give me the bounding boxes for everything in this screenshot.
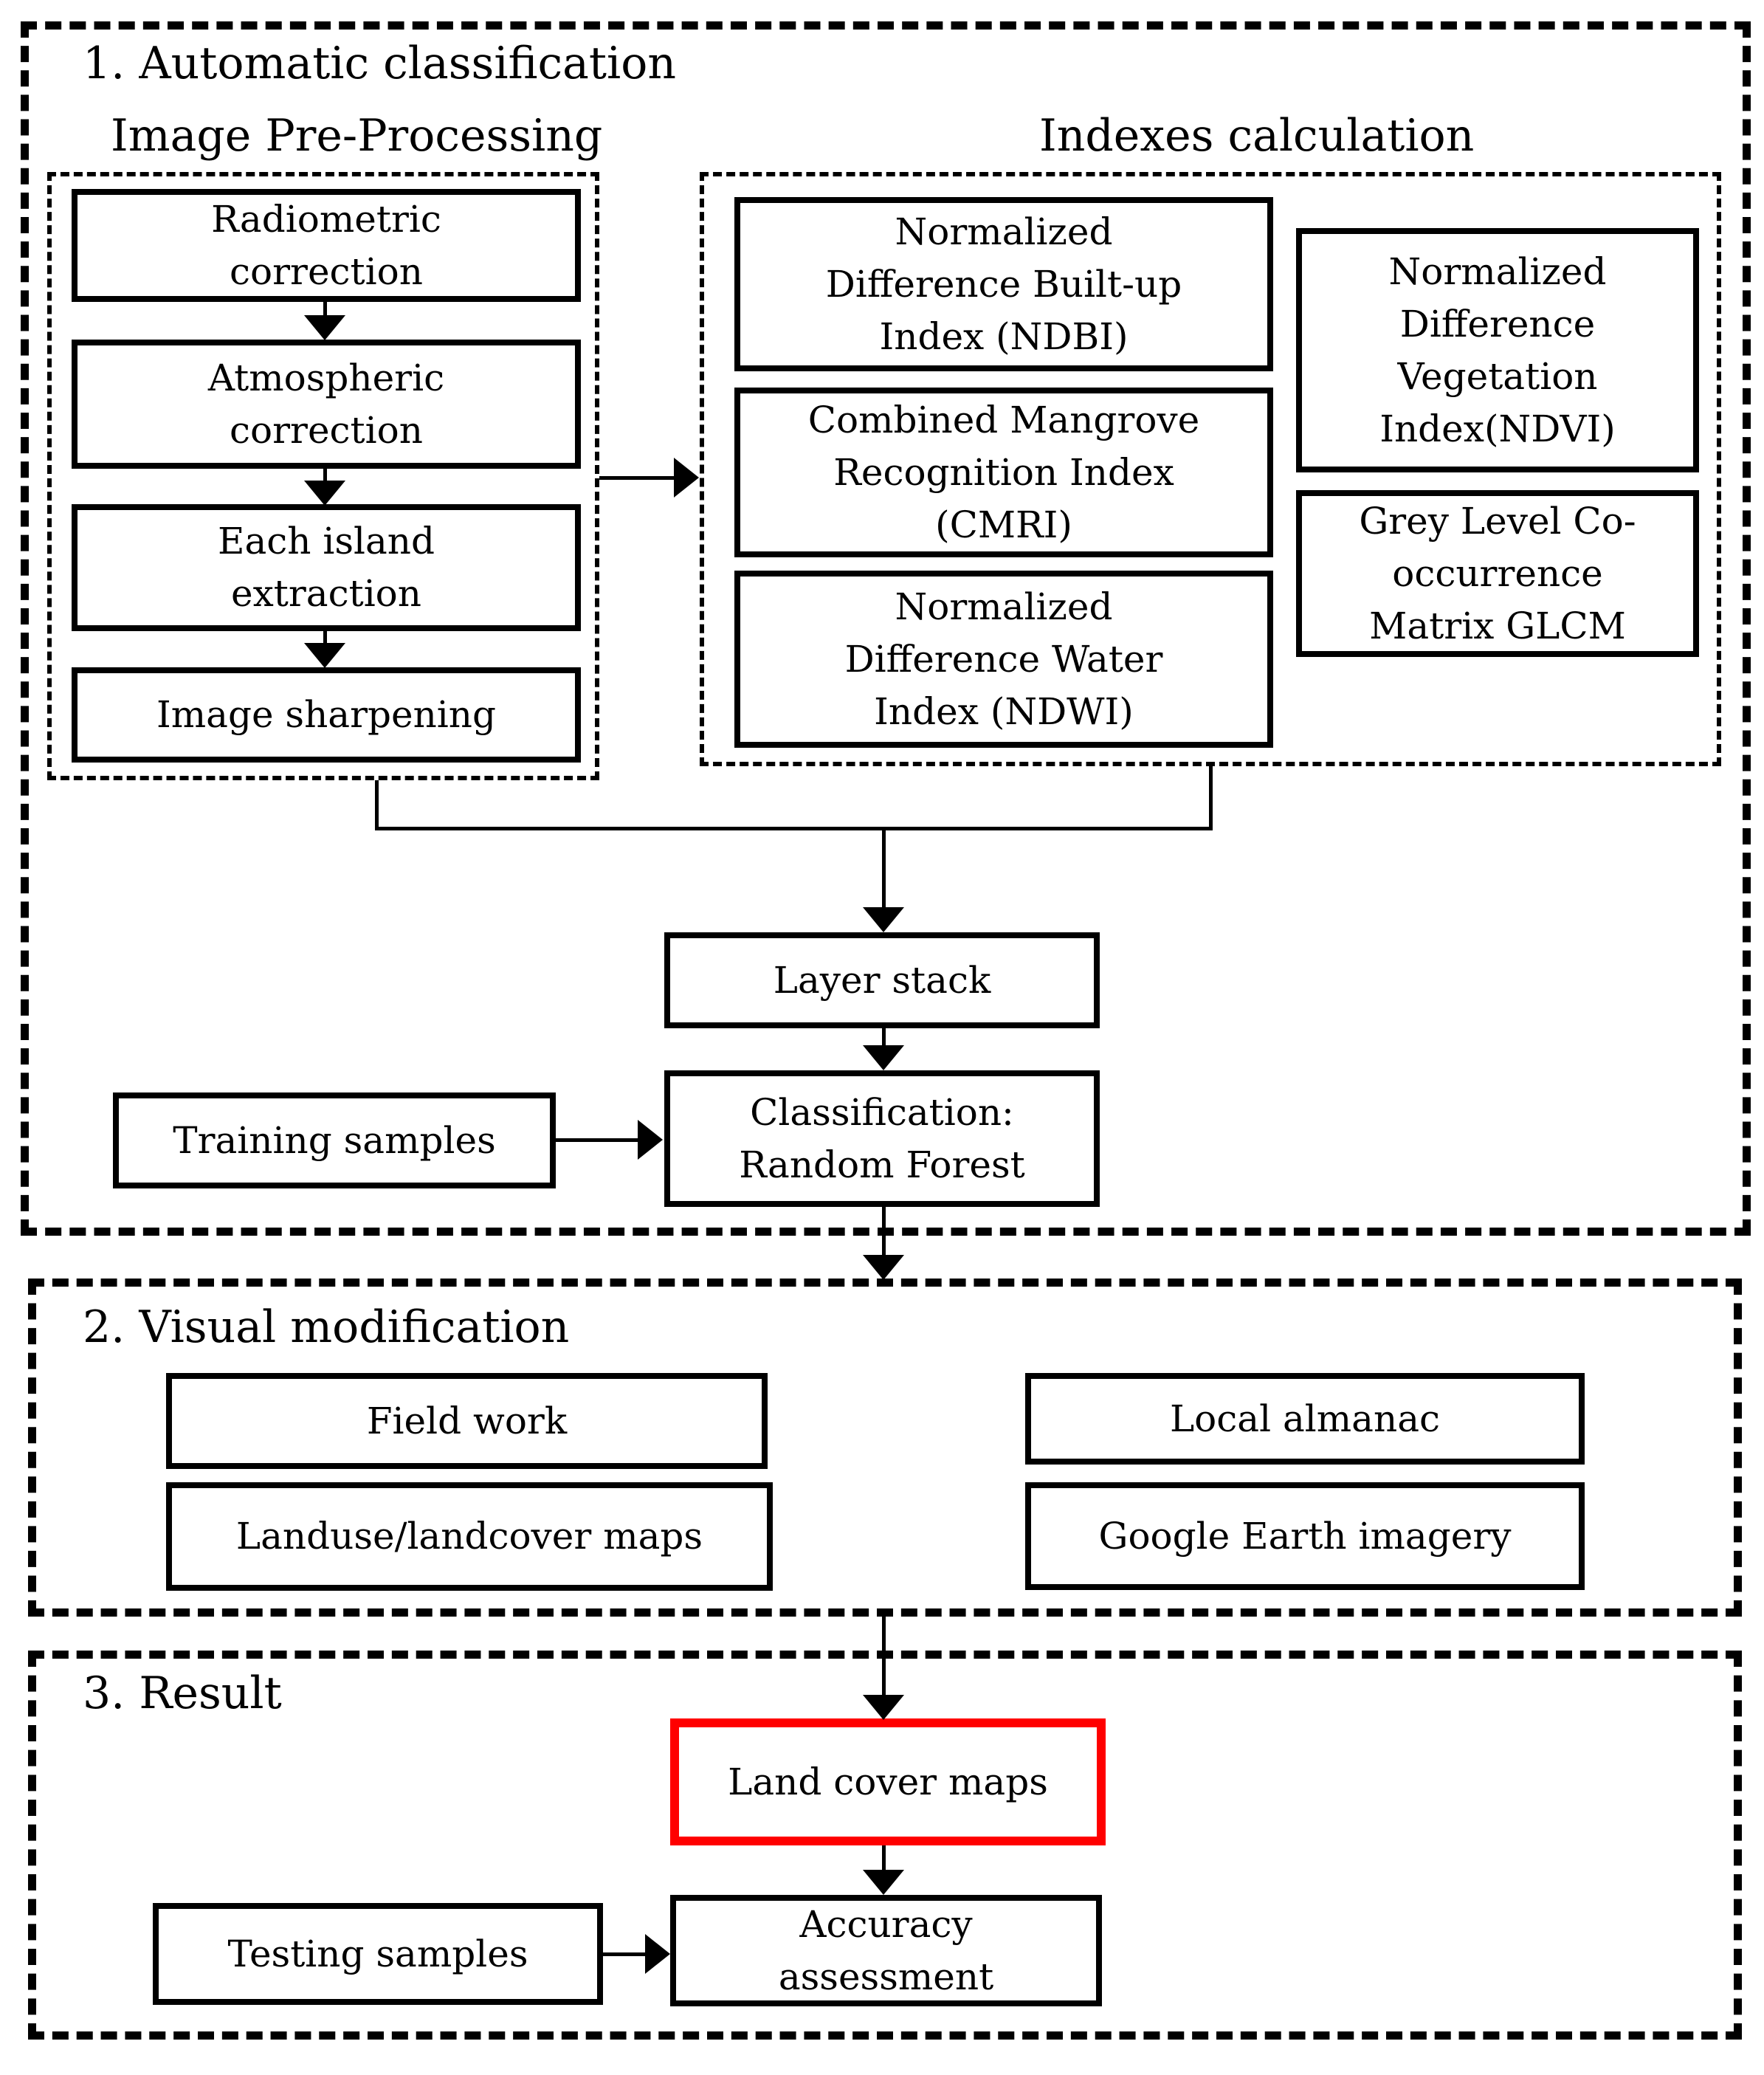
connector-classification-to-section2 <box>882 1207 886 1259</box>
group-image-preprocessing <box>47 172 599 780</box>
box-local-almanac: Local almanac <box>1025 1373 1585 1465</box>
box-each-island-extraction: Each island extraction <box>72 504 581 631</box>
connector-preprocessing-drop <box>375 780 379 830</box>
connector-section2-to-landcover <box>882 1617 886 1698</box>
label-indexes-calculation: Indexes calculation <box>1039 110 1475 162</box>
section-2-title: 2. Visual modification <box>83 1301 570 1353</box>
connector-indexes-drop <box>1209 766 1213 830</box>
box-layer-stack: Layer stack <box>664 932 1100 1028</box>
box-ndwi: Normalized Difference Water Index (NDWI) <box>734 571 1273 748</box>
box-accuracy-assessment: Accuracy assessment <box>670 1895 1102 2006</box>
connector-radiometric-to-atmospheric <box>323 302 327 317</box>
connector-atmospheric-to-island <box>323 469 327 483</box>
section-1-title: 1. Automatic classification <box>83 38 676 89</box>
box-google-earth-imagery: Google Earth imagery <box>1025 1482 1585 1590</box>
box-testing-samples: Testing samples <box>153 1903 603 2005</box>
box-landuse-landcover-maps: Landuse/landcover maps <box>166 1482 773 1591</box>
arrow-right-icon <box>645 1934 670 1974</box>
box-training-samples: Training samples <box>113 1092 556 1188</box>
box-ndbi: Normalized Difference Built-up Index (ND… <box>734 197 1273 371</box>
section-visual-modification-frame <box>28 1279 1742 1617</box>
box-field-work: Field work <box>166 1373 768 1469</box>
box-image-sharpening: Image sharpening <box>72 667 581 763</box>
arrow-down-icon <box>863 1255 904 1280</box>
arrow-down-icon <box>863 907 904 932</box>
arrow-down-icon <box>304 643 345 668</box>
connector-landcover-to-accuracy <box>882 1845 886 1871</box>
arrow-down-icon <box>863 1695 904 1720</box>
connector-layer-to-classification <box>882 1028 886 1047</box>
arrow-down-icon <box>863 1870 904 1895</box>
arrow-down-icon <box>304 481 345 506</box>
box-atmospheric-correction: Atmospheric correction <box>72 340 581 469</box>
connector-preprocessing-to-indexes <box>599 476 675 480</box>
group-indexes-calculation <box>700 172 1721 766</box>
box-ndvi: Normalized Difference Vegetation Index(N… <box>1296 228 1699 472</box>
connector-merge-horizontal <box>375 827 1213 830</box>
section-3-title: 3. Result <box>83 1668 282 1719</box>
arrow-right-icon <box>674 458 699 498</box>
section-automatic-classification-frame <box>21 21 1751 1236</box>
arrow-right-icon <box>638 1120 663 1160</box>
connector-island-to-sharpening <box>323 631 327 645</box>
arrow-down-icon <box>863 1045 904 1070</box>
box-land-cover-maps: Land cover maps <box>670 1718 1106 1845</box>
connector-merge-to-layer-stack <box>882 828 886 909</box>
connector-testing-to-accuracy <box>603 1952 647 1956</box>
box-radiometric-correction: Radiometric correction <box>72 189 581 302</box>
connector-training-to-classification <box>556 1138 641 1142</box>
box-classification-random-forest: Classification: Random Forest <box>664 1070 1100 1207</box>
arrow-down-icon <box>304 315 345 340</box>
box-glcm: Grey Level Co- occurrence Matrix GLCM <box>1296 490 1699 657</box>
label-image-preprocessing: Image Pre-Processing <box>111 110 603 162</box>
box-cmri: Combined Mangrove Recognition Index (CMR… <box>734 388 1273 557</box>
